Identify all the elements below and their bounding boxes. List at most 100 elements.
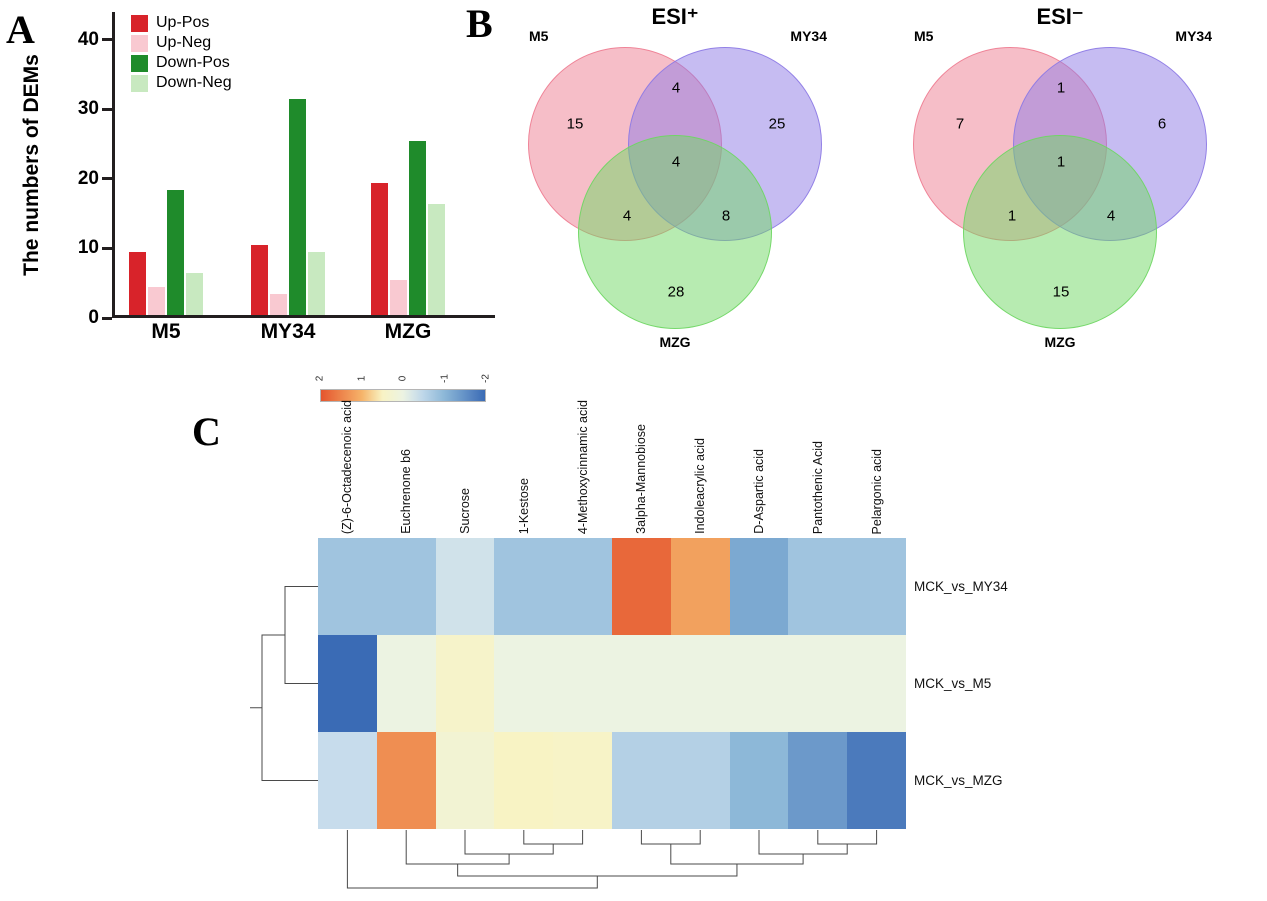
bar-y-tick-label: 20 <box>77 167 99 189</box>
bar-down-neg-mzg <box>428 203 445 315</box>
heatmap-cell-r0-c2 <box>435 538 495 635</box>
heatmap-cell-r2-c9 <box>847 732 906 829</box>
venn-title-esi-plus: ESI⁺ <box>651 4 699 29</box>
heatmap-cell-r1-c0 <box>318 635 377 732</box>
venn-set-label-mzg: MZG <box>659 334 691 350</box>
heatmap-cell-r2-c8 <box>788 732 848 829</box>
legend-swatch <box>131 14 148 32</box>
bar-up-neg-my34 <box>270 294 287 315</box>
heatmap-legend-bar <box>320 389 486 402</box>
heatmap-grid <box>318 538 906 829</box>
bar-y-tick-mark <box>102 246 112 250</box>
panel-b-label: B <box>466 1 493 46</box>
legend-item-up-neg: Up-Neg <box>131 34 232 52</box>
heatmap-cell-r0-c8 <box>788 538 848 635</box>
heatmap-column-label: Sucrose <box>457 488 472 534</box>
bar-up-pos-m5 <box>129 252 146 315</box>
heatmap-cell-r2-c1 <box>376 732 436 829</box>
venn-count-mzg-only: 28 <box>667 283 685 301</box>
venn-count-m5-mzg: 4 <box>622 207 632 225</box>
heatmap-cell-r0-c7 <box>729 538 789 635</box>
venn-set-label-my34: MY34 <box>1175 28 1212 44</box>
venn-count-mzg-only: 15 <box>1052 283 1070 301</box>
bar-group-m5: M5 <box>129 189 203 343</box>
heatmap-cell-r0-c0 <box>318 538 377 635</box>
bar-down-pos-my34 <box>289 99 306 315</box>
bar-down-pos-m5 <box>167 189 184 315</box>
venn-count-my34-only: 6 <box>1157 115 1167 133</box>
venn-circle-mzg <box>578 135 772 329</box>
venn-count-m5-mzg: 1 <box>1007 207 1017 225</box>
heatmap-cell-r2-c3 <box>494 732 554 829</box>
heatmap-cell-r0-c9 <box>847 538 906 635</box>
heatmap-cell-r0-c6 <box>670 538 730 635</box>
row-dendrogram <box>250 586 318 781</box>
heatmap-cell-r2-c6 <box>670 732 730 829</box>
bar-y-axis-label: The numbers of DEMs <box>20 54 43 276</box>
legend-item-down-pos: Down-Pos <box>131 54 232 72</box>
venn-count-m5-only: 7 <box>955 115 965 133</box>
bar-down-pos-mzg <box>409 141 426 315</box>
heatmap-column-label: Indoleacrylic acid <box>693 438 708 534</box>
heatmap-legend-tick: 0 <box>397 375 409 382</box>
venn-diagram: ESI⁻ M5 MY34 MZG 7 6 15 1 1 4 1 <box>900 4 1220 369</box>
bar-group-mzg: MZG <box>371 141 445 343</box>
heatmap-cell-r1-c6 <box>670 635 730 732</box>
heatmap-legend-tick: -2 <box>480 374 492 383</box>
heatmap-legend-tick: 2 <box>314 375 326 382</box>
bar-up-neg-m5 <box>148 287 165 315</box>
bar-y-tick-mark <box>102 316 112 320</box>
venn-count-my34-mzg: 8 <box>721 207 731 225</box>
legend-swatch <box>131 34 148 52</box>
bar-y-tick-label: 30 <box>77 98 99 120</box>
heatmap-cell-r0-c1 <box>376 538 436 635</box>
heatmap-cell-r2-c7 <box>729 732 789 829</box>
heatmap-cell-r1-c2 <box>435 635 495 732</box>
heatmap-cell-r0-c3 <box>494 538 554 635</box>
bar-up-pos-mzg <box>371 182 388 315</box>
legend-swatch <box>131 74 148 92</box>
column-dendrogram <box>346 830 878 889</box>
heatmap-cell-r1-c7 <box>729 635 789 732</box>
heatmap-row-label: MCK_vs_MZG <box>914 773 1003 788</box>
heatmap-cell-r2-c2 <box>435 732 495 829</box>
heatmap-cell-r1-c3 <box>494 635 554 732</box>
heatmap-legend-tick: 1 <box>356 375 367 382</box>
heatmap-column-label: D-Aspartic acid <box>751 449 766 534</box>
heatmap-cell-r1-c1 <box>376 635 436 732</box>
venn-set-label-mzg: MZG <box>1044 334 1076 350</box>
heatmap-cell-r0-c5 <box>611 538 671 635</box>
heatmap-column-label: 1-Kestose <box>516 477 531 534</box>
bar-category-label: MY34 <box>260 320 316 343</box>
heatmap-cell-r2-c4 <box>553 732 612 829</box>
legend-label: Down-Pos <box>156 54 230 71</box>
venn-count-all: 1 <box>1056 153 1066 171</box>
heatmap-col-labels: (Z)-6-Octadecenoic acid Euchrenone b6 Sucr… <box>318 400 906 534</box>
legend-swatch <box>131 54 148 72</box>
venn-circle-mzg <box>963 135 1157 329</box>
bar-y-tick-mark <box>102 38 112 42</box>
venn-count-m5-my34: 4 <box>671 79 681 97</box>
bar-up-pos-my34 <box>251 245 268 315</box>
venn-count-m5-my34: 1 <box>1056 79 1066 97</box>
heatmap-legend: 2 1 0 -1 -2 <box>315 358 492 402</box>
heatmap-column-label: Pantothenic Acid <box>810 440 825 534</box>
legend-label: Up-Pos <box>156 14 210 31</box>
bar-group-my34: MY34 <box>251 99 325 343</box>
heatmap-column-label: (Z)-6-Octadecenoic acid <box>340 399 355 534</box>
heatmap-legend-tick: -1 <box>439 374 450 383</box>
legend-item-up-pos: Up-Pos <box>131 14 232 32</box>
venn-count-m5-only: 15 <box>566 115 584 133</box>
heatmap-cell-r0-c4 <box>553 538 612 635</box>
heatmap-cell-r1-c9 <box>847 635 906 732</box>
heatmap-row-label: MCK_vs_M5 <box>914 676 992 691</box>
bar-y-tick-mark <box>102 177 112 181</box>
panel-a-label: A <box>6 7 35 52</box>
venn-set-label-my34: MY34 <box>790 28 827 44</box>
heatmap-column-label: Euchrenone b6 <box>399 449 414 534</box>
heatmap-column-label: 3alpha-Mannobiose <box>634 424 649 534</box>
heatmap-cell-r1-c5 <box>611 635 671 732</box>
